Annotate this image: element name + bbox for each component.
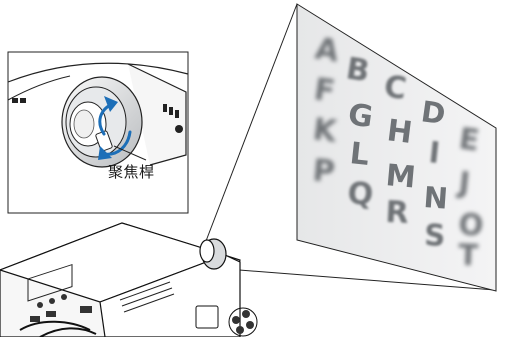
chart-letter: Q [346,176,374,213]
chart-letter: N [423,180,450,216]
chart-letter: E [457,121,481,157]
chart-letter: O [458,207,485,243]
projection-beam [205,3,496,291]
chart-letter: C [382,69,409,107]
chart-letter: R [385,195,410,231]
chart-letter: T [458,238,479,273]
chart-letter: S [424,218,446,253]
chart-letter: I [427,135,441,170]
chart-letter: F [312,72,337,110]
lens-closeup-inset [7,51,189,214]
chart-letter: H [385,113,414,151]
focus-lever-leader-line [113,145,147,161]
projector-body [0,222,258,337]
chart-letter: M [384,158,417,195]
projection-screen [296,3,497,292]
chart-letter: J [455,165,471,200]
chart-letter: L [348,136,371,173]
chart-letter: P [311,153,336,190]
chart-letter: D [419,94,448,131]
chart-letter: B [344,51,372,89]
chart-letter: G [346,97,375,135]
blurred-letter-chart: A B C D E F G H I J K L M N O P Q R S T [311,31,484,272]
focus-lever-label: 聚焦桿 [108,163,155,181]
